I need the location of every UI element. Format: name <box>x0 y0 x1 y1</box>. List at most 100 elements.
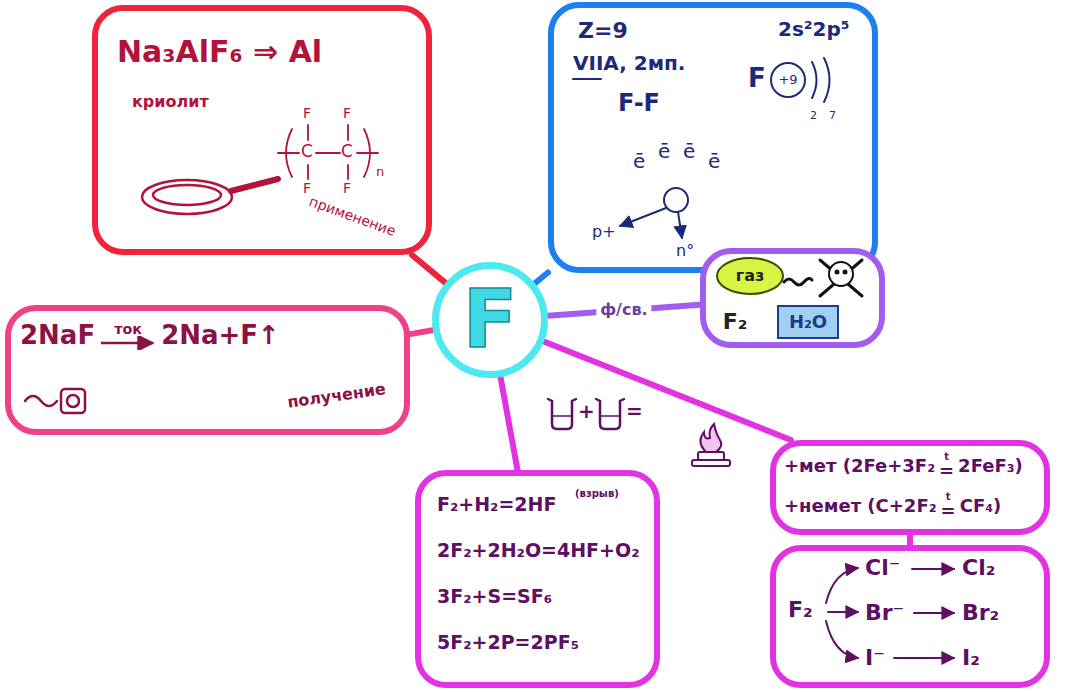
node-text: I⁻ <box>865 645 885 670</box>
blob-outline <box>773 443 1047 532</box>
node-drawing <box>142 125 378 214</box>
icon-sign: = <box>626 400 643 423</box>
node-text: F <box>343 105 351 121</box>
node-text: +мет (2Fe+3F₂ <box>784 456 935 477</box>
node-text: F <box>463 274 518 366</box>
node-text: (взрыв) <box>575 488 619 500</box>
structure-branch: Z=9VIIA, 2мп.F-F2s²2p⁵F+927ēēēēp+n° <box>548 2 878 273</box>
node-text: 2F₂+2H₂O=4HF+O₂ <box>437 540 639 562</box>
central-circle: F <box>432 262 548 378</box>
node-text: t <box>944 452 949 462</box>
node-text: F₂ <box>723 309 748 334</box>
node-text: t <box>946 492 951 502</box>
stacked-text: t= <box>939 452 954 480</box>
node-text: Na₃AlF₆ ⇒ Al <box>117 35 322 70</box>
blob-outline <box>8 308 407 432</box>
node-drawing <box>25 389 85 413</box>
node-text: = <box>939 462 954 480</box>
node-text: 2FeF₃) <box>958 456 1023 477</box>
physical-properties-branch: газF₂ H₂O <box>700 248 885 348</box>
node-text: Br₂ <box>962 600 999 625</box>
branch-connector <box>544 341 791 440</box>
node-drawing <box>717 258 862 338</box>
branch-connector <box>500 377 517 470</box>
node-text: F <box>303 105 311 121</box>
halogen-box: F₂ Cl⁻ Cl₂ Br⁻ Br₂ I⁻ I₂ <box>770 545 1050 688</box>
particle-scheme <box>620 188 688 238</box>
node-text: 2NaF <box>20 321 95 351</box>
node-drawing <box>573 58 830 238</box>
node-text: 2 <box>810 110 817 123</box>
plug-icon <box>25 389 85 413</box>
gas-ellipse <box>717 258 783 294</box>
node-text: ē <box>633 150 645 173</box>
node-outline <box>770 440 1050 535</box>
node-text: 2Na+F↑ <box>161 321 280 351</box>
blob-outline <box>703 251 882 345</box>
node-text: C <box>301 142 313 162</box>
application-branch: Na₃AlF₆ ⇒ AlкриолитFFCCFFnприменение <box>92 5 432 255</box>
polymer-bonds <box>278 125 378 179</box>
skull-icon <box>820 260 862 296</box>
node-text: H₂O <box>789 312 827 333</box>
beaker-icon <box>548 399 576 429</box>
production-branch: 2NaFток2Na+F↑получение <box>5 305 410 435</box>
node-text: газ <box>736 267 764 285</box>
node-text: +9 <box>778 73 797 88</box>
branch-connector <box>907 535 913 545</box>
burner-icon <box>692 424 730 466</box>
blob-outline <box>773 548 1047 685</box>
node-text: n <box>376 165 384 180</box>
node-text: Cl₂ <box>962 555 995 580</box>
node-text: F <box>748 64 766 94</box>
node-text: = <box>941 502 956 520</box>
node-text: C <box>341 142 353 162</box>
blob-outline <box>551 5 875 270</box>
circle-outline <box>436 266 545 375</box>
node-text: Z=9 <box>578 18 628 43</box>
node-text: VIIA, 2мп. <box>573 52 685 75</box>
node-text: 2s²2p⁵ <box>778 18 850 41</box>
node-text: 3F₂+S=SF₆ <box>437 586 552 608</box>
frying-pan <box>142 179 278 214</box>
node-text: F <box>343 180 351 196</box>
stacked-text: ток <box>99 322 157 350</box>
node-text: ē <box>683 140 695 163</box>
scribble <box>784 278 812 285</box>
water-box <box>778 306 838 338</box>
stacked-text: t= <box>941 492 956 520</box>
node-text: ток <box>114 322 142 336</box>
node-text: CF₄) <box>960 496 1002 517</box>
beaker-icon <box>596 399 624 429</box>
node-text: Cl⁻ <box>865 555 900 580</box>
node-text: F₂+H₂=2HF <box>437 494 556 516</box>
branch-connector <box>410 330 433 334</box>
node-text: ē <box>708 150 720 173</box>
node-text: ē <box>658 140 670 163</box>
branch-connector <box>535 273 548 284</box>
node-text: +немет (C+2F₂ <box>784 496 937 517</box>
equations-box: F₂+H₂=2HF (взрыв) 2F₂+2H₂O=4HF+O₂ 3F₂+S=SF₆… <box>415 470 660 688</box>
node-text: F-F <box>618 90 660 118</box>
text-row: 2NaF ток 2Na+F↑ <box>20 321 280 351</box>
node-text: F₂ <box>788 597 813 622</box>
node-text: 7 <box>829 110 836 123</box>
icon-sign: + <box>578 400 595 423</box>
branch-label: ф/св. <box>596 301 651 319</box>
node-text: 5F₂+2P=2PF₅ <box>437 632 579 654</box>
branch-connector <box>412 255 445 283</box>
text-row: +немет (C+2F₂t=CF₄) <box>784 492 1001 520</box>
node-text: n° <box>676 242 694 260</box>
node-text: Br⁻ <box>865 600 904 625</box>
displacement-arrows <box>826 568 954 658</box>
node-text: I₂ <box>962 645 980 670</box>
node-text: криолит <box>132 93 209 111</box>
text-row: +мет (2Fe+3F₂t=2FeF₃) <box>784 452 1023 480</box>
blob-outline <box>95 8 429 252</box>
node-text: F <box>303 180 311 196</box>
blob-outline <box>418 473 657 685</box>
node-drawing <box>826 568 954 658</box>
node-text: p+ <box>592 223 616 241</box>
reaction-branch: +мет (2Fe+3F₂t=2FeF₃)+немет (C+2F₂t=CF₄) <box>770 440 1050 535</box>
